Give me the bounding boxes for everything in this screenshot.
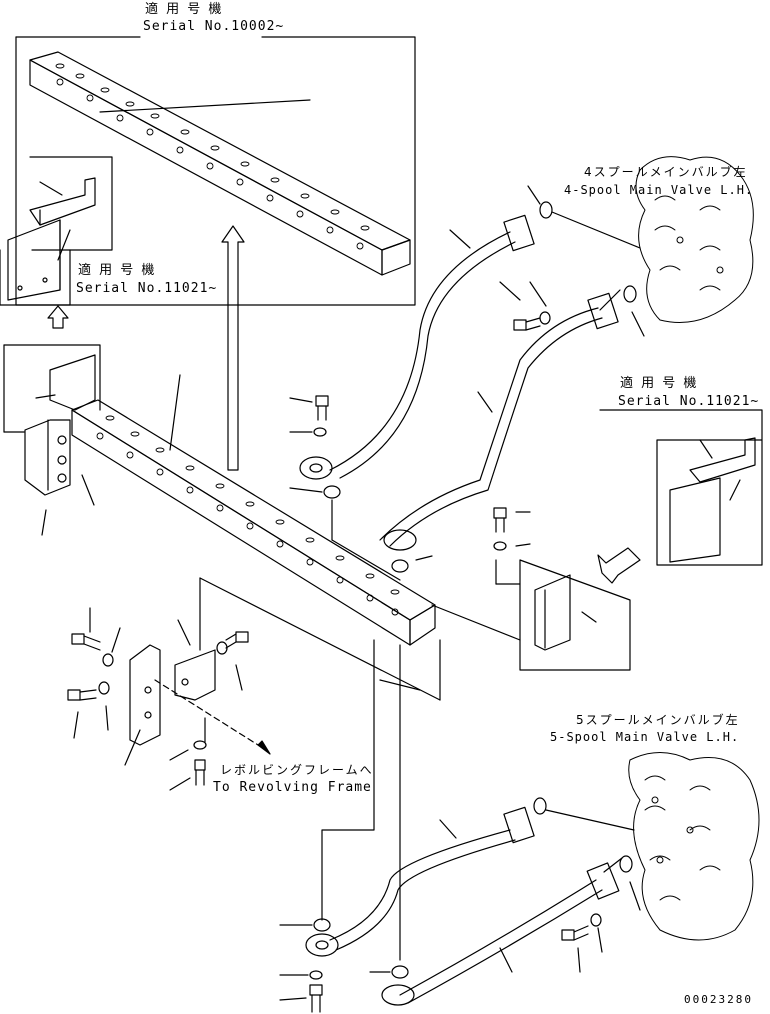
valve-5-spool <box>628 752 760 941</box>
valve5-label-en: 5-Spool Main Valve L.H. <box>550 730 740 744</box>
main-bar-holes <box>96 415 400 616</box>
top-inset-title-jp: 適 用 号 機 <box>145 2 224 17</box>
left-inset-serial: Serial No.11021~ <box>76 281 218 296</box>
top-inset-serial: Serial No.10002~ <box>143 19 285 34</box>
bolts-left <box>67 631 249 786</box>
valve5-label-jp: 5スプールメインバルブ左 <box>576 713 740 727</box>
top-inset <box>15 36 416 306</box>
drawing-number: 00023280 <box>684 993 753 1006</box>
lower-bracket <box>67 577 441 791</box>
up-arrow-main <box>221 225 245 471</box>
upper-pipes <box>289 185 645 585</box>
main-manifold-bar <box>71 374 436 646</box>
main-bracket <box>3 344 101 536</box>
right-inset-title-jp: 適 用 号 機 <box>620 376 699 391</box>
valve4-label-jp: 4スプールメインバルブ左 <box>584 165 748 179</box>
up-arrow-left <box>47 305 69 329</box>
lower-pipes <box>279 639 641 1013</box>
right-inset-serial: Serial No.11021~ <box>618 394 760 409</box>
left-inset <box>0 156 113 306</box>
left-inset-title-jp: 適 用 号 機 <box>78 263 157 278</box>
right-inset <box>431 409 763 671</box>
valve-4-spool <box>635 156 754 323</box>
revolving-label-jp: レボルビングフレームへ <box>220 763 374 777</box>
valve4-label-en: 4-Spool Main Valve L.H. <box>564 183 754 197</box>
bar-holes <box>55 63 370 250</box>
revolving-label-en: To Revolving Frame <box>213 780 372 795</box>
